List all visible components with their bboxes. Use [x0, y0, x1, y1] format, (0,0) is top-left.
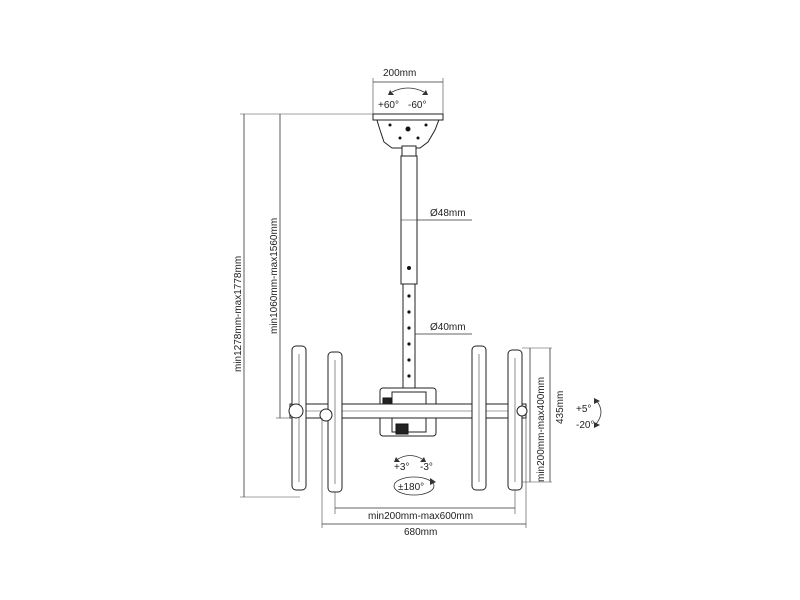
vesa-arm-left-inner: [319, 351, 343, 493]
label-height-pole: min1060mm-max1560mm: [269, 218, 280, 334]
label-width-top: 200mm: [383, 68, 416, 79]
dim-bracket-height: 435mm: [549, 348, 566, 482]
vesa-arm-right-inner: [471, 345, 487, 491]
level-indicator: +3° -3°: [394, 455, 433, 473]
vesa-arm-right-outer: [507, 349, 528, 491]
label-level-neg: -3°: [420, 462, 433, 473]
label-level-pos: +3°: [394, 462, 409, 473]
dim-height-pole: min1060mm-max1560mm: [269, 114, 292, 419]
dim-total-width: 680mm: [321, 418, 527, 538]
label-bracket-height: 435mm: [555, 391, 566, 424]
tilt-indicator: +5° -20°: [576, 398, 602, 431]
dim-pole-upper: Ø48mm: [417, 208, 472, 221]
crossbar: [289, 403, 527, 419]
label-tilt-top-neg: -60°: [408, 100, 426, 111]
ceiling-plate: [372, 113, 444, 157]
label-vesa-width: min200mm-max600mm: [368, 511, 473, 522]
dim-vesa-height: min200mm-max400mm: [522, 347, 552, 483]
label-vesa-height: min200mm-max400mm: [536, 377, 547, 482]
label-pole-lower: Ø40mm: [430, 322, 466, 333]
vesa-arm-left-outer: [288, 345, 307, 491]
label-tilt-top-pos: +60°: [378, 100, 399, 111]
pole-upper: [400, 155, 418, 285]
pole-lower: [402, 283, 416, 393]
label-tilt-pos: +5°: [576, 404, 591, 415]
label-total-width: 680mm: [404, 527, 437, 538]
label-pole-upper: Ø48mm: [430, 208, 466, 219]
swivel-top-indicator: +60° -60°: [378, 87, 428, 111]
dim-pole-lower: Ø40mm: [415, 322, 472, 335]
dim-width-top: 200mm: [372, 68, 444, 114]
label-height-total: min1278mm-max1778mm: [233, 256, 244, 372]
dim-vesa-width: min200mm-max600mm: [334, 490, 516, 522]
label-tilt-neg: -20°: [576, 420, 594, 431]
rotation-indicator: ±180°: [393, 476, 436, 496]
dim-height-total: min1278mm-max1778mm: [233, 113, 373, 498]
label-rotation: ±180°: [398, 482, 424, 493]
